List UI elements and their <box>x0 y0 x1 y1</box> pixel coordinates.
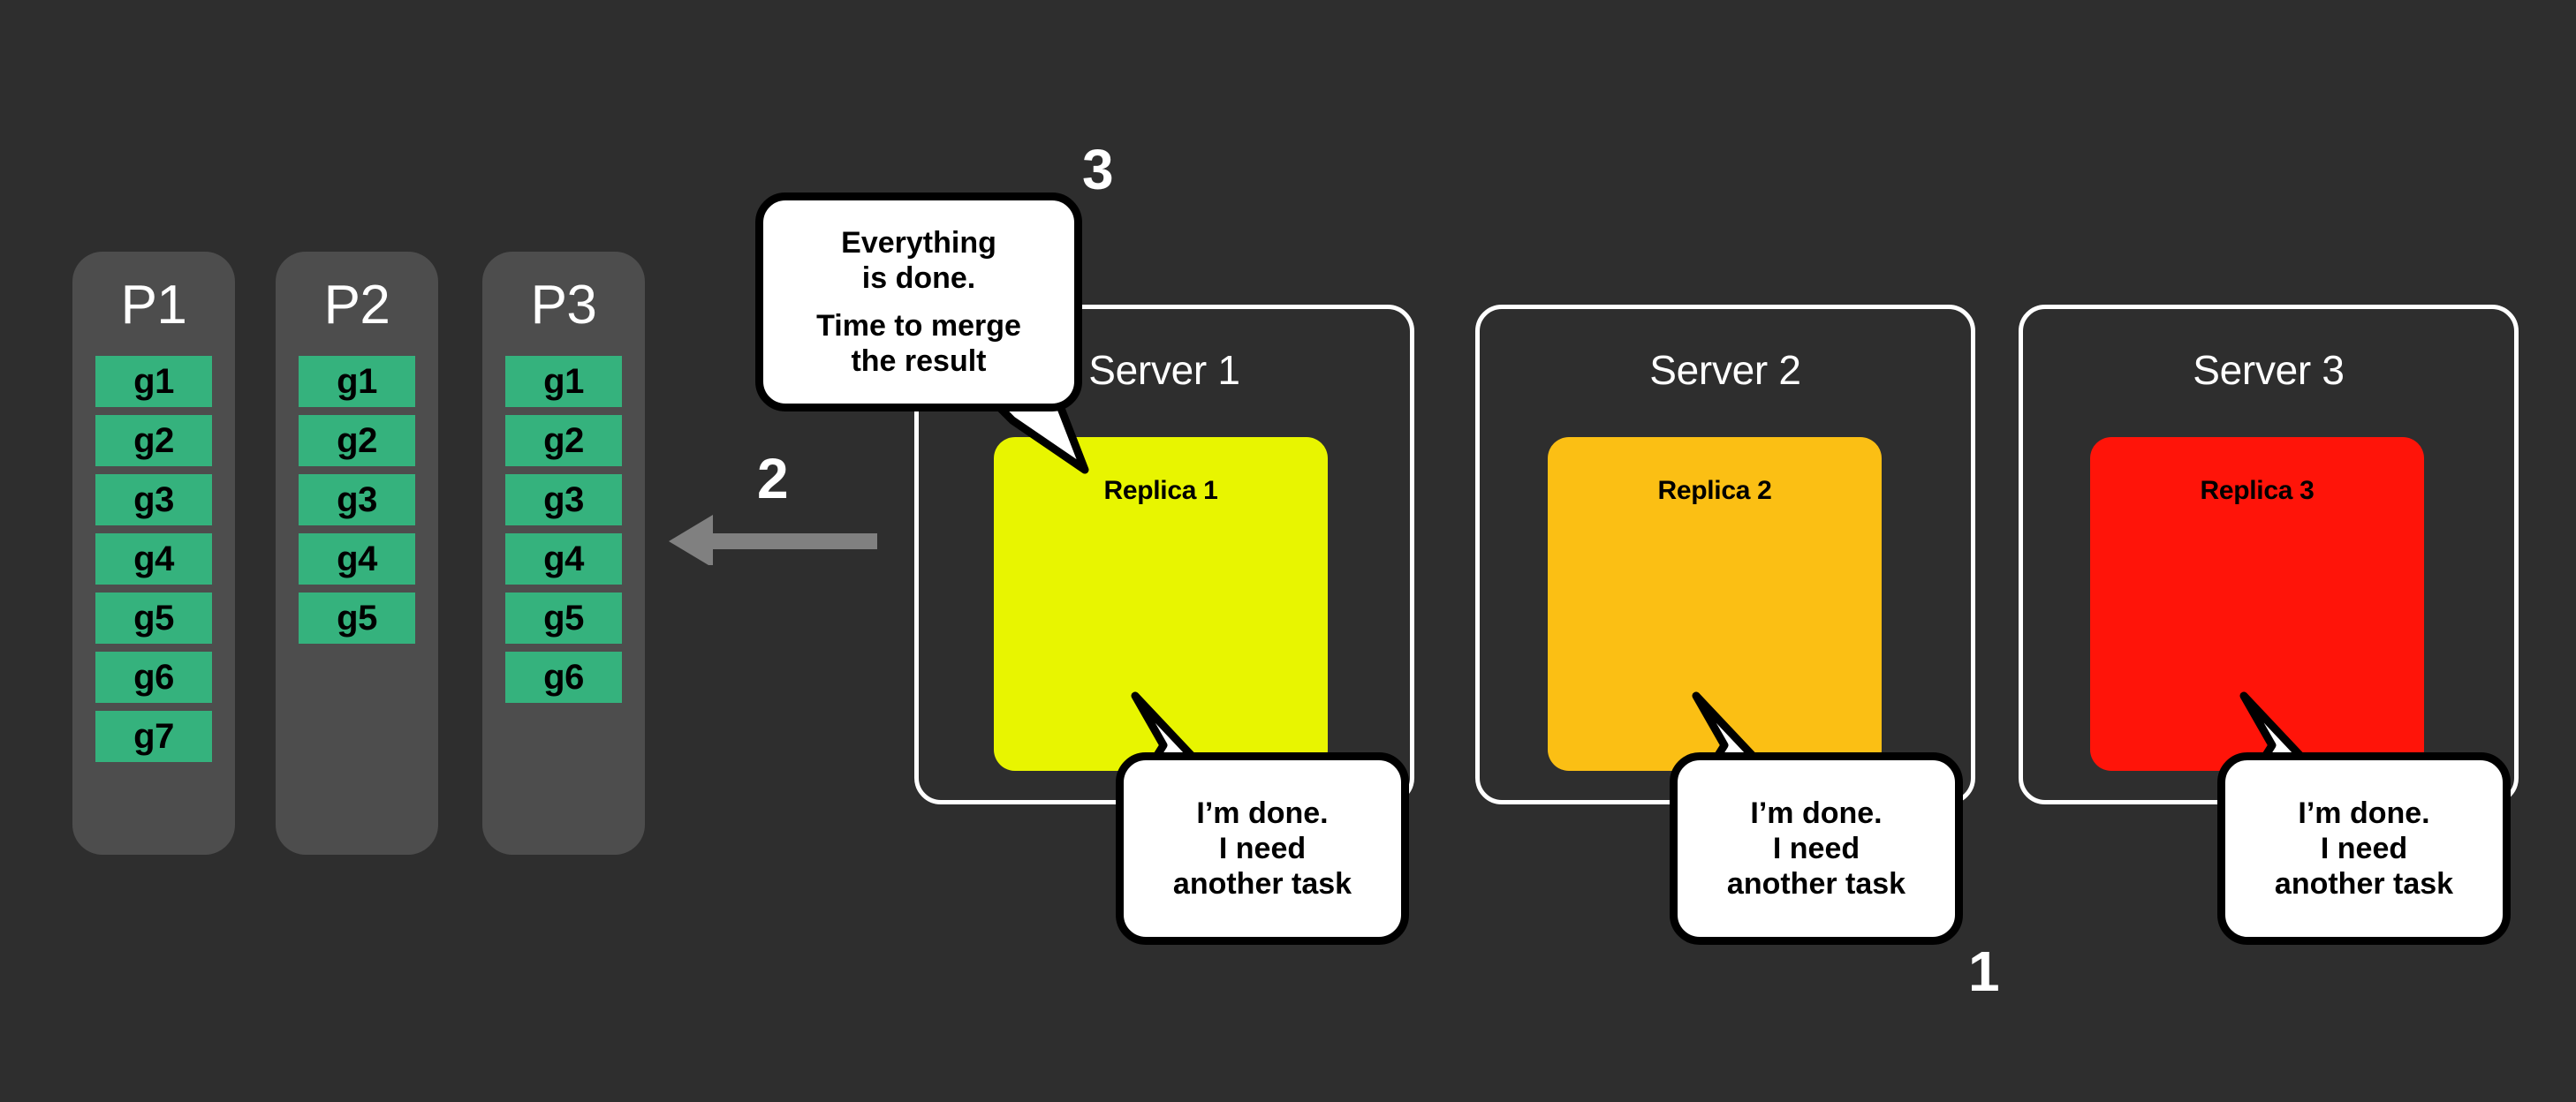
step-number-3: 3 <box>1082 138 1114 201</box>
replica-label: Replica 2 <box>1657 476 1772 505</box>
task-block: g2 <box>505 415 622 466</box>
replica-box-3: Replica 3 <box>2090 437 2424 771</box>
replica-box-2: Replica 2 <box>1548 437 1882 771</box>
task-block: g5 <box>299 593 415 644</box>
bubble-text-line: another task <box>1172 867 1352 902</box>
bubble-text-line: I’m done. <box>2298 796 2430 830</box>
task-block-list: g1 g2 g3 g4 g5 g6 <box>482 356 645 703</box>
task-block: g4 <box>505 533 622 585</box>
merge-arrow-icon <box>669 515 877 568</box>
bubble-text-line: Everything <box>841 225 996 260</box>
done-speech-bubble-2: I’m done. I need another task <box>1670 752 1963 945</box>
task-block-list: g1 g2 g3 g4 g5 <box>276 356 438 644</box>
replica-label: Replica 3 <box>2200 476 2315 505</box>
bubble-text-line: is done. <box>861 260 976 295</box>
task-block: g2 <box>95 415 212 466</box>
partition-title: P3 <box>530 275 597 336</box>
bubble-text-line: I need <box>2320 831 2408 865</box>
bubble-text-line: I’m done. <box>1196 796 1329 830</box>
task-block: g3 <box>95 474 212 525</box>
done-speech-bubble-3: I’m done. I need another task <box>2217 752 2511 945</box>
merge-speech-bubble: Everything is done. Time to merge the re… <box>755 192 1082 411</box>
task-block: g3 <box>299 474 415 525</box>
bubble-text-line: Time to merge <box>816 309 1021 343</box>
bubble-text-line: I’m done. <box>1750 796 1883 830</box>
task-block: g5 <box>95 593 212 644</box>
task-block: g4 <box>299 533 415 585</box>
task-block-list: g1 g2 g3 g4 g5 g6 g7 <box>72 356 235 762</box>
task-block: g2 <box>299 415 415 466</box>
step-number-1: 1 <box>1968 940 2000 1003</box>
replica-box-1: Replica 1 <box>994 437 1328 771</box>
partition-column-p3: P3 g1 g2 g3 g4 g5 g6 <box>482 252 645 855</box>
task-block: g1 <box>299 356 415 407</box>
bubble-text-line: the result <box>851 344 987 379</box>
task-block: g6 <box>95 652 212 703</box>
task-block: g6 <box>505 652 622 703</box>
task-block: g1 <box>95 356 212 407</box>
bubble-text-line: I need <box>1772 831 1860 865</box>
server-title: Server 1 <box>1088 347 1240 393</box>
partition-title: P1 <box>120 275 187 336</box>
partition-column-p2: P2 g1 g2 g3 g4 g5 <box>276 252 438 855</box>
partition-column-p1: P1 g1 g2 g3 g4 g5 g6 g7 <box>72 252 235 855</box>
replica-label: Replica 1 <box>1103 476 1218 505</box>
task-block: g1 <box>505 356 622 407</box>
bubble-text-line: I need <box>1218 831 1307 865</box>
task-block: g7 <box>95 711 212 762</box>
task-block: g4 <box>95 533 212 585</box>
task-block: g5 <box>505 593 622 644</box>
merge-arrow-group: 2 <box>658 450 888 568</box>
server-title: Server 2 <box>1649 347 1801 393</box>
done-speech-bubble-1: I’m done. I need another task <box>1116 752 1409 945</box>
bubble-text-line: another task <box>2274 867 2454 902</box>
step-number-2: 2 <box>757 447 789 510</box>
server-title: Server 3 <box>2193 347 2345 393</box>
task-block: g3 <box>505 474 622 525</box>
bubble-text-line: another task <box>1726 867 1906 902</box>
partition-title: P2 <box>323 275 390 336</box>
